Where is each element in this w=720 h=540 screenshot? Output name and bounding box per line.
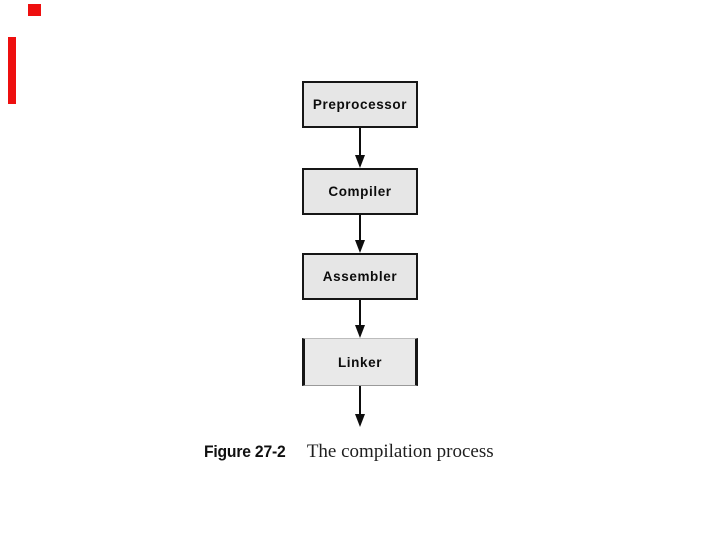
stage-label-preprocessor: Preprocessor xyxy=(312,97,408,112)
red-accent-bar xyxy=(8,37,16,104)
flow-arrow-compiler-to-assembler xyxy=(354,215,366,253)
stage-label-assembler: Assembler xyxy=(322,269,398,284)
stage-box-preprocessor: Preprocessor xyxy=(302,81,418,128)
red-accent-square xyxy=(28,4,41,16)
arrow-shaft xyxy=(359,128,361,156)
arrow-shaft xyxy=(359,300,361,326)
stage-box-linker: Linker xyxy=(302,338,418,386)
figure-number: Figure 27-2 xyxy=(204,443,286,461)
flow-arrow-assembler-to-linker xyxy=(354,300,366,338)
arrow-shaft xyxy=(359,386,361,415)
stage-label-linker: Linker xyxy=(337,354,383,370)
arrow-head xyxy=(355,240,365,253)
flow-arrow-linker-output xyxy=(354,386,366,427)
stage-label-compiler: Compiler xyxy=(328,184,392,199)
arrow-shaft xyxy=(359,215,361,241)
arrow-head xyxy=(355,155,365,168)
flow-arrow-preprocessor-to-compiler xyxy=(354,128,366,168)
stage-box-compiler: Compiler xyxy=(302,168,418,215)
arrow-head xyxy=(355,325,365,338)
figure-title: The compilation process xyxy=(306,441,494,462)
stage-box-assembler: Assembler xyxy=(302,253,418,300)
arrow-head xyxy=(355,414,365,427)
figure-caption: Figure 27-2 The compilation process xyxy=(204,441,494,463)
